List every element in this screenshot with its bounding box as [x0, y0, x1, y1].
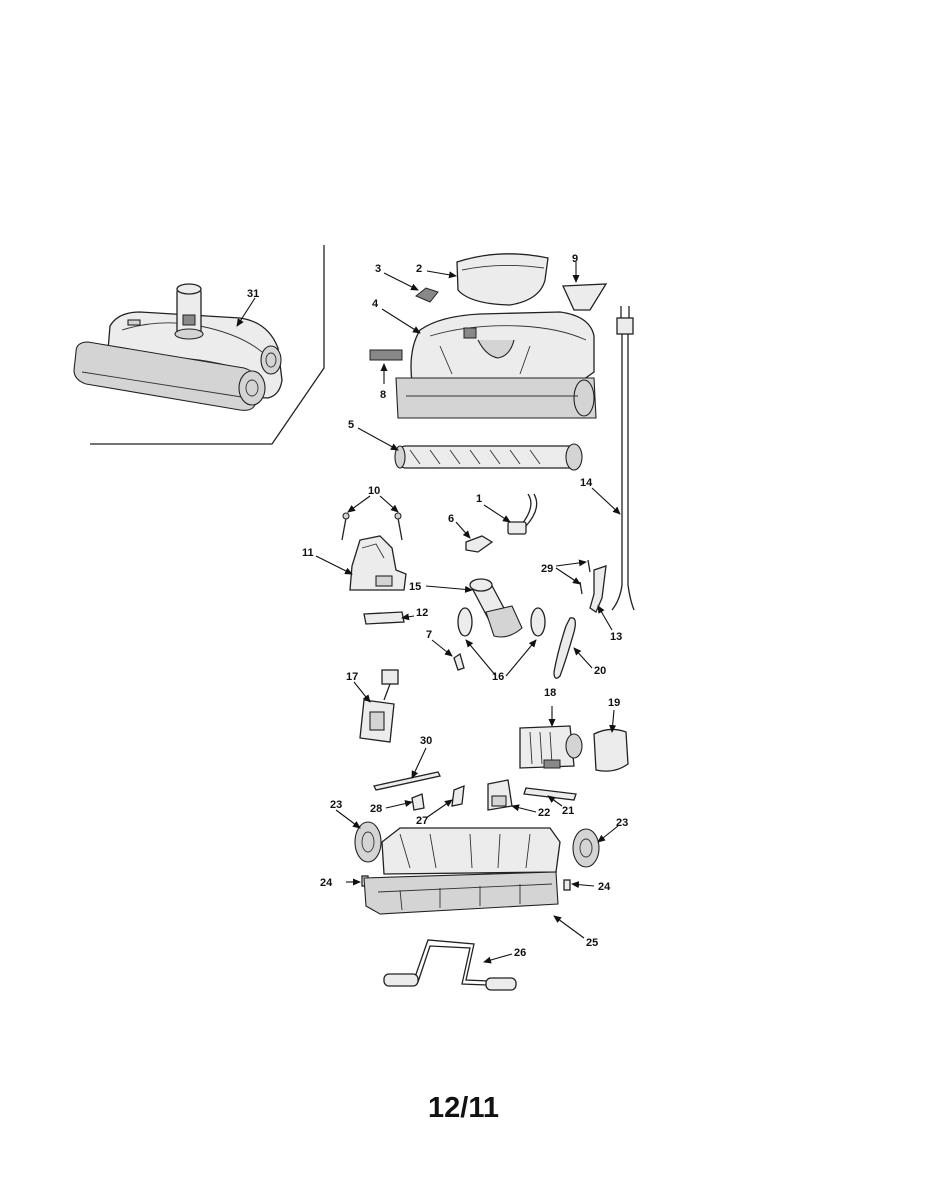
callout-27: 27	[416, 815, 428, 827]
part-1-wire-harness	[507, 493, 538, 535]
part-28-latch	[411, 793, 425, 811]
callout-19: 19	[608, 697, 620, 709]
part-19-motor-cover	[593, 728, 629, 772]
callout-13: 13	[610, 631, 622, 643]
inset-assembled-view	[73, 245, 325, 445]
part-3-gasket	[415, 287, 439, 303]
part-26-axle	[383, 939, 517, 991]
part-24-pin-right	[563, 879, 571, 891]
callout-arrows	[236, 262, 621, 964]
callout-24-left: 24	[320, 877, 333, 889]
callout-2: 2	[416, 263, 422, 275]
callout-14: 14	[580, 477, 593, 489]
part-23-wheel-right	[572, 828, 600, 868]
part-7-fastener	[453, 652, 465, 671]
part-15-swivel-neck	[469, 578, 523, 638]
part-11-bracket	[349, 535, 407, 591]
part-25-base-housing	[363, 827, 561, 915]
part-17-switch-assembly	[359, 669, 399, 743]
part-2-cover-edge	[461, 264, 545, 271]
callout-labels: 31 2 3 9 4 8 5 14 10 1 6 11 29 15 13 12 …	[247, 253, 628, 959]
callout-24-right: 24	[598, 881, 611, 893]
callout-26: 26	[514, 947, 526, 959]
part-13-clip	[589, 565, 607, 613]
part-8-pad	[369, 349, 403, 361]
callout-23-left: 23	[330, 799, 342, 811]
callout-18: 18	[544, 687, 556, 699]
part-10-screws	[341, 512, 403, 541]
callout-9: 9	[572, 253, 578, 265]
callout-15: 15	[409, 581, 421, 593]
callout-28: 28	[370, 803, 382, 815]
part-30-rod	[373, 771, 441, 791]
callout-23-right: 23	[616, 817, 628, 829]
part-16-wheel-left	[457, 607, 473, 637]
callout-22: 22	[538, 807, 550, 819]
part-12-plate	[363, 611, 405, 625]
part-14-power-cord	[611, 306, 635, 611]
part-22-bracket	[487, 779, 513, 811]
part-16-wheel-right	[530, 607, 546, 637]
part-29-screws	[579, 559, 591, 595]
part-21-bar	[523, 787, 577, 801]
callout-16: 16	[492, 671, 504, 683]
part-20-belt	[553, 617, 576, 679]
callout-17: 17	[346, 671, 358, 683]
callout-4: 4	[372, 298, 379, 310]
callout-12: 12	[416, 607, 428, 619]
callout-20: 20	[594, 665, 606, 677]
part-27-clip	[451, 784, 465, 807]
callout-11: 11	[302, 547, 314, 559]
part-18-motor	[519, 725, 583, 769]
part-9-filter	[562, 283, 608, 311]
callout-21: 21	[562, 805, 574, 817]
callout-1: 1	[476, 493, 482, 505]
part-2-top-cover	[456, 253, 549, 306]
part-4-hood	[395, 311, 597, 419]
callout-29: 29	[541, 563, 553, 575]
part-23-wheel-left	[354, 821, 382, 863]
part-5-brush-roll	[394, 443, 583, 471]
callout-5: 5	[348, 419, 354, 431]
callout-3: 3	[375, 263, 381, 275]
callout-7: 7	[426, 629, 432, 641]
callout-10: 10	[368, 485, 380, 497]
callout-30: 30	[420, 735, 432, 747]
callout-25: 25	[586, 937, 598, 949]
callout-31: 31	[247, 288, 259, 300]
page-number: 12/11	[428, 1092, 499, 1124]
callout-6: 6	[448, 513, 454, 525]
callout-8: 8	[380, 389, 386, 401]
inset-frame-lines	[90, 245, 325, 445]
assembled-power-nozzle-illustration	[73, 283, 283, 411]
part-6-connector	[465, 535, 494, 553]
